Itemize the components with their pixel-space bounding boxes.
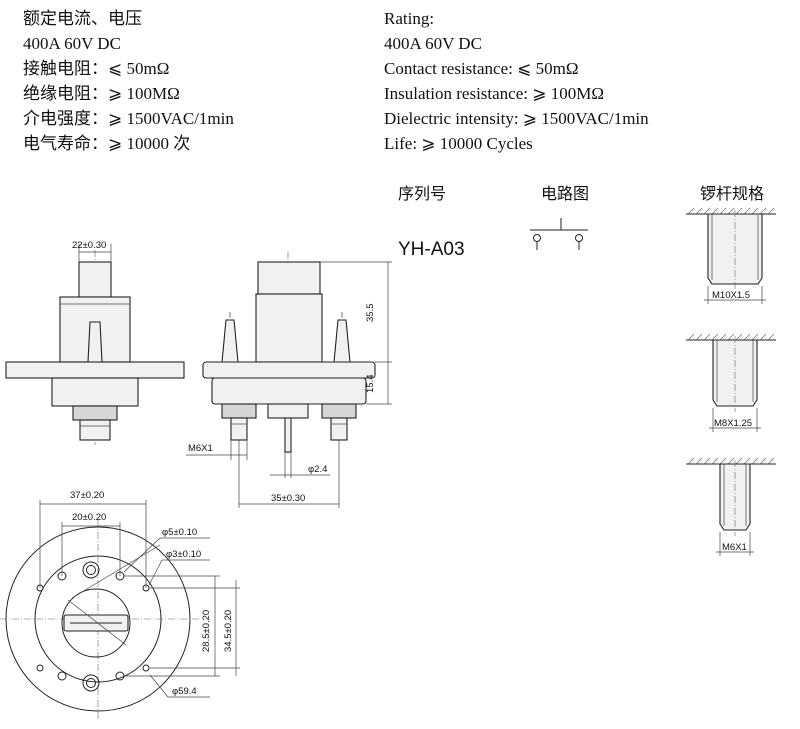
spec-line-en: Life: ⩾ 10000 Cycles — [384, 134, 533, 153]
specs-chinese: 额定电流、电压 400A 60V DC 接触电阻：⩽ 50mΩ 绝缘电阻：⩾ 1… — [23, 6, 234, 156]
spec-line-cn: 电气寿命：⩾ 10000 次 — [23, 134, 191, 153]
dim-28-5: 28.5±0.20 — [201, 610, 212, 652]
spec-line-cn: 额定电流、电压 — [23, 9, 142, 28]
circuit-symbol — [530, 218, 588, 250]
dim-37: 37±0.20 — [70, 490, 104, 501]
dim-34-5: 34.5±0.20 — [223, 610, 234, 652]
serial-no-header: 序列号 — [398, 184, 447, 203]
spec-line-cn: 绝缘电阻：⩾ 100MΩ — [23, 84, 180, 103]
thread-m8: M8X1.25 — [714, 418, 752, 429]
spec-line-en: Dielectric intensity: ⩾ 1500VAC/1min — [384, 109, 649, 128]
dim-20: 20±0.20 — [72, 512, 106, 523]
dim-pin-dia: φ2.4 — [308, 464, 327, 475]
circuit-diagram-header: 电路图 — [541, 184, 590, 203]
thread-m10: M10X1.5 — [712, 290, 750, 301]
dim-59-4: φ59.4 — [172, 686, 197, 697]
spec-line-en: Insulation resistance: ⩾ 100MΩ — [384, 84, 604, 103]
dim-35-5: 35.5 — [365, 304, 376, 323]
dim-hole-3: φ3±0.10 — [166, 549, 201, 560]
spec-line-en: Rating: — [384, 9, 435, 28]
spec-line-en: Contact resistance: ⩽ 50mΩ — [384, 59, 579, 78]
spec-line-cn: 接触电阻：⩽ 50mΩ — [23, 59, 170, 78]
spec-line-cn: 介电强度：⩾ 1500VAC/1min — [23, 109, 234, 128]
specs-english: Rating: 400A 60V DC Contact resistance: … — [384, 6, 649, 156]
dim-hole-5: φ5±0.10 — [162, 527, 197, 538]
shaft-spec-header: 锣杆规格 — [700, 184, 765, 203]
thread-m6: M6X1 — [722, 542, 747, 553]
bottom-view — [0, 500, 240, 720]
spec-line-cn: 400A 60V DC — [23, 34, 121, 53]
shaft-m6 — [686, 457, 776, 556]
dim-15-4: 15.4 — [365, 375, 376, 394]
shaft-m10 — [686, 207, 776, 304]
spec-line-en: 400A 60V DC — [384, 34, 482, 53]
shaft-m8 — [686, 333, 776, 432]
dim-m6x1: M6X1 — [188, 443, 213, 454]
side-view-left — [5, 244, 185, 445]
model-number: YH-A03 — [398, 239, 465, 260]
dim-22: 22±0.30 — [72, 240, 106, 251]
dim-35: 35±0.30 — [271, 493, 305, 504]
front-view — [186, 252, 392, 508]
